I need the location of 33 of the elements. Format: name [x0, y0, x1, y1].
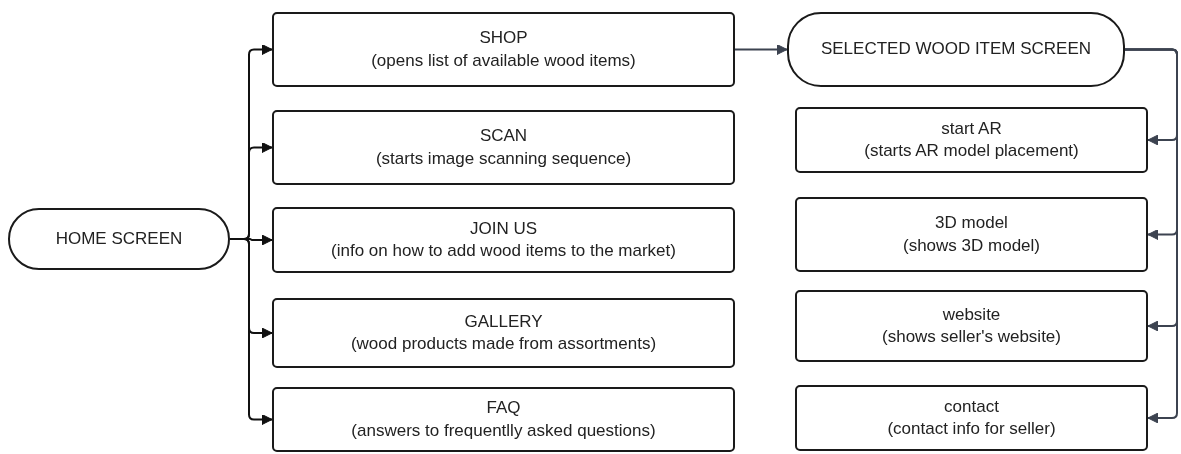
node-description: (shows 3D model): [903, 234, 1040, 257]
node-description: (opens list of available wood items): [371, 49, 636, 72]
process-box: [272, 387, 735, 452]
arrow: [1124, 48, 1178, 424]
node-title: SCAN: [479, 125, 528, 148]
node-description: (wood products made from assortments): [350, 333, 657, 355]
node-description: (starts image scanning sequence): [375, 147, 632, 170]
screen-terminal: [787, 12, 1125, 87]
process-box: [272, 12, 735, 87]
node-description: (starts AR model placement): [864, 140, 1079, 162]
node-title: HOME SCREEN: [55, 227, 183, 250]
process-box: [272, 298, 735, 368]
process-box: [272, 110, 735, 185]
arrow: [229, 238, 273, 425]
node-title: SELECTED WOOD ITEM SCREEN: [820, 38, 1092, 61]
node-title: contact: [944, 395, 999, 418]
arrow: [734, 44, 788, 55]
node-description: (shows seller's website): [882, 326, 1061, 348]
node-description: (answers to frequentlly asked questions): [351, 419, 656, 442]
node-title: website: [942, 303, 1001, 326]
process-box: [795, 385, 1148, 451]
process-box: [795, 107, 1148, 173]
node-description: (info on how to add wood items to the market): [331, 240, 676, 262]
node-title: GALLERY: [464, 310, 543, 333]
node-title: FAQ: [486, 397, 521, 420]
node-description: (contact info for seller): [887, 418, 1056, 440]
node-title: 3D model: [935, 212, 1008, 235]
process-box: [272, 207, 735, 273]
process-box: [795, 290, 1148, 362]
node-title: SHOP: [479, 27, 528, 50]
node-title: start AR: [941, 117, 1002, 140]
node-title: JOIN US: [469, 217, 538, 240]
process-box: [795, 197, 1148, 272]
